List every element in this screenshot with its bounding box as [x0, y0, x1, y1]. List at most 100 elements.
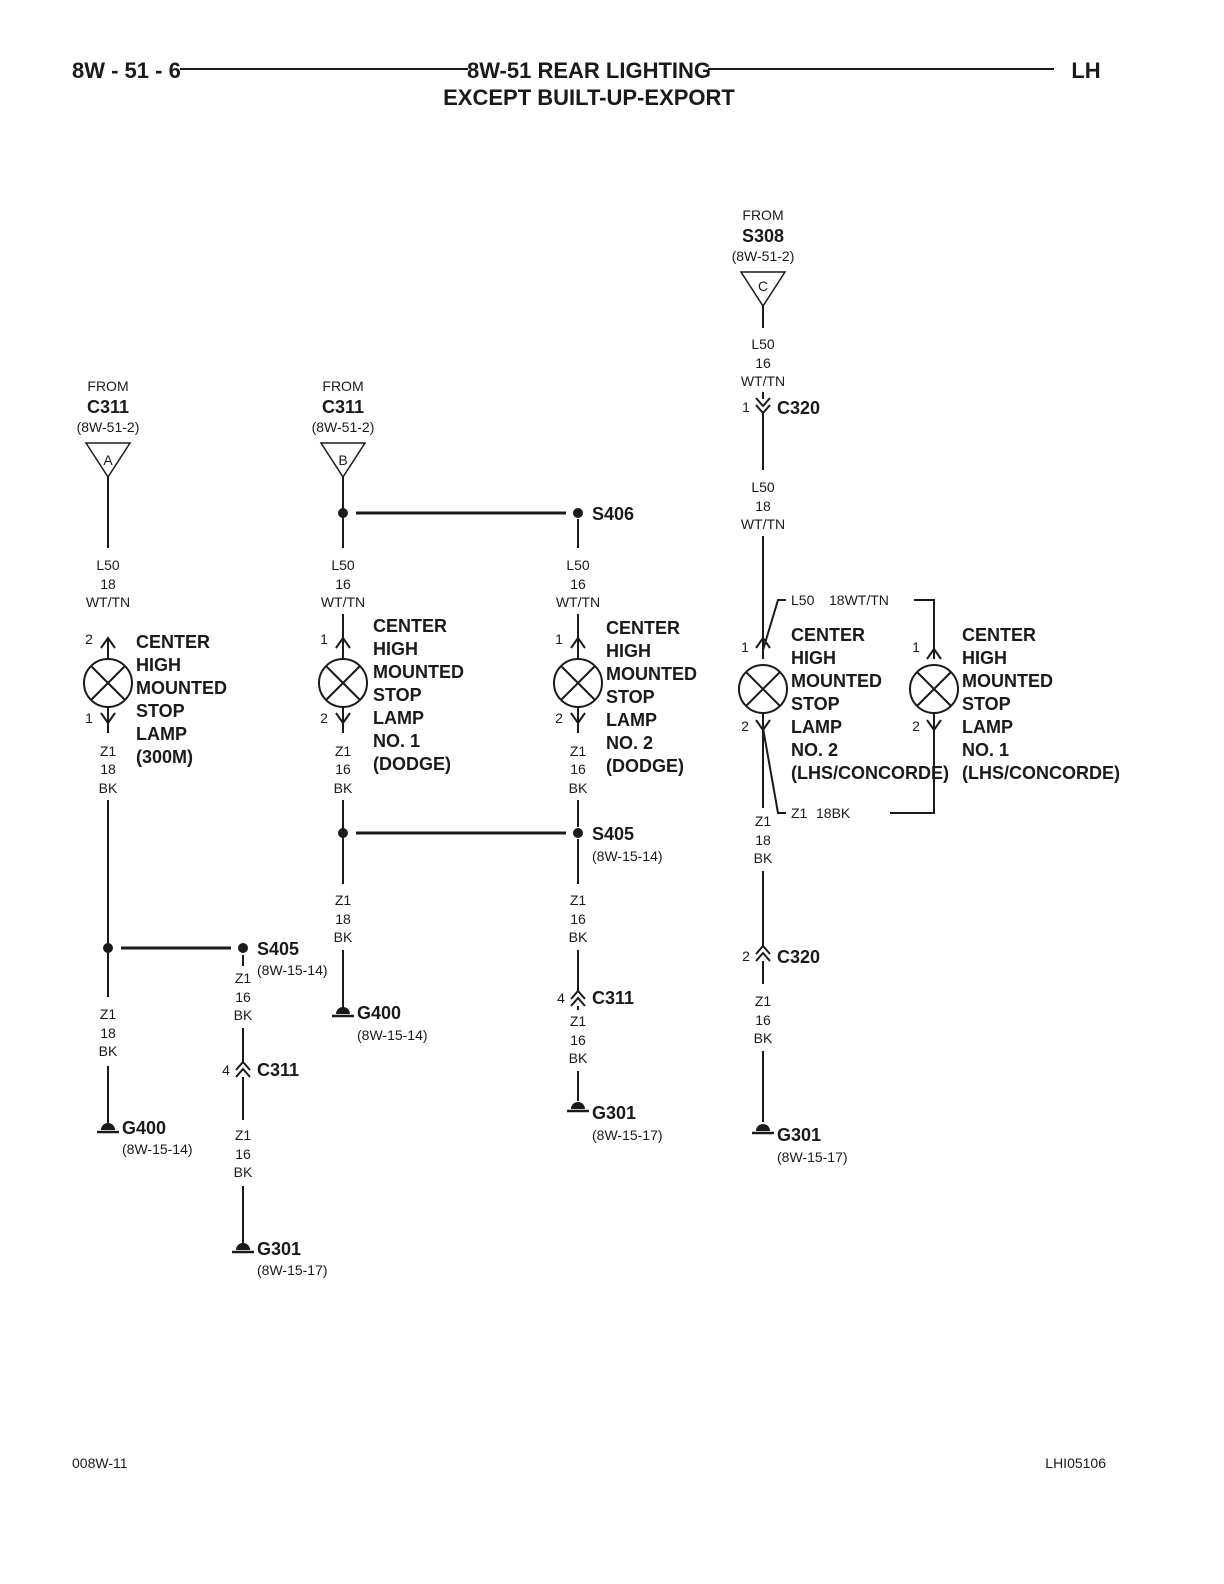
wire-gauge: 16 [755, 1012, 771, 1028]
footer-right-code: LHI05106 [1045, 1455, 1106, 1471]
wire-circuit: Z1 [235, 970, 252, 986]
lamp-label-line: NO. 1 [373, 731, 420, 751]
splice-dot [103, 943, 113, 953]
wire-circuit: L50 [566, 557, 590, 573]
splice-dot [573, 508, 583, 518]
branch-wire-top [762, 599, 786, 651]
ground-name: G400 [357, 1003, 401, 1023]
lamp-pin-bottom: 1 [85, 710, 93, 726]
wire-circuit: Z1 [100, 743, 117, 759]
lamp-pin-bottom: 2 [555, 710, 563, 726]
wire-gauge: 16 [570, 911, 586, 927]
lamp-label-line: STOP [962, 694, 1011, 714]
wire-gauge: 16 [570, 1032, 586, 1048]
lamp-label-line: MOUNTED [606, 664, 697, 684]
wire-color: BK [569, 929, 588, 945]
wire-circuit: Z1 [335, 892, 352, 908]
pin-tick [100, 712, 116, 725]
wire-gauge: 18 [755, 832, 771, 848]
lamp-label: CENTER HIGH MOUNTED STOP LAMP NO. 1 (LHS… [962, 625, 1120, 783]
lamp-label: CENTER HIGH MOUNTED STOP LAMP NO. 1 (DOD… [373, 616, 464, 774]
ground-icon [332, 1007, 354, 1018]
wire-color: BK [754, 850, 773, 866]
source-triangle [739, 271, 787, 308]
splice-dot [573, 828, 583, 838]
wire-circuit: Z1 [100, 1006, 117, 1022]
wire-gauge: 16 [570, 576, 586, 592]
ground-icon [97, 1123, 119, 1134]
wire-circuit: Z1 [335, 743, 352, 759]
branch-gauge-color: 18WT/TN [829, 592, 889, 608]
wire-gauge: 18 [100, 576, 116, 592]
lamp-bulb-icon [83, 658, 133, 708]
wire-color: WT/TN [741, 373, 785, 389]
wire-color: BK [99, 1043, 118, 1059]
wire-color: BK [234, 1164, 253, 1180]
lamp-label-line: MOUNTED [136, 678, 227, 698]
wire-color: WT/TN [741, 516, 785, 532]
splice-name: S406 [592, 504, 634, 524]
circuit-lhs-concorde: FROM S308 (8W-51-2) C L50 16 WT/TN 1 C32… [732, 207, 1120, 1165]
page-header: 8W - 51 - 6 8W-51 REAR LIGHTING LH EXCEP… [72, 58, 1101, 110]
connector-pin: 2 [742, 948, 750, 964]
pin-tick [926, 647, 942, 660]
lamp-label: CENTER HIGH MOUNTED STOP LAMP NO. 2 (DOD… [606, 618, 697, 776]
pin-tick [570, 712, 586, 725]
ground-icon [567, 1102, 589, 1113]
source-connector-name: C311 [322, 397, 364, 417]
ground-icon [752, 1124, 774, 1135]
circuit-dodge-1: FROM C311 (8W-51-2) B S406 L50 16 WT/TN … [312, 378, 663, 1043]
connector-pin: 1 [742, 399, 750, 415]
splice-ref: (8W-15-14) [257, 962, 328, 978]
lamp-label-line: (DODGE) [373, 754, 451, 774]
source-from-label: FROM [322, 378, 363, 394]
lamp-pin-bottom: 2 [912, 718, 920, 734]
circuit-300m: FROM C311 (8W-51-2) A L50 18 WT/TN 2 1 C… [77, 378, 328, 1278]
ground-name: G301 [592, 1103, 636, 1123]
source-pin: B [338, 452, 347, 468]
lamp-pin-bottom: 2 [741, 718, 749, 734]
source-ref: (8W-51-2) [312, 419, 375, 435]
lamp-label-line: HIGH [136, 655, 181, 675]
lamp-label-line: CENTER [373, 616, 447, 636]
lamp-bulb-icon [738, 664, 788, 714]
wire-color: BK [569, 1050, 588, 1066]
wire-color: BK [754, 1030, 773, 1046]
wire-color: BK [234, 1007, 253, 1023]
lamp-label-line: CENTER [136, 632, 210, 652]
wire-color: WT/TN [556, 594, 600, 610]
splice-name: S405 [257, 939, 299, 959]
lamp-label-line: MOUNTED [373, 662, 464, 682]
pin-tick [755, 636, 771, 649]
lamp-label-line: NO. 1 [962, 740, 1009, 760]
lamp-pin-top: 1 [741, 639, 749, 655]
lamp-label: CENTER HIGH MOUNTED STOP LAMP NO. 2 (LHS… [791, 625, 949, 783]
lamp-pin-top: 1 [555, 631, 563, 647]
circuit-dodge-2: L50 16 WT/TN 1 2 CENTER HIGH MOUNTED STO… [553, 519, 697, 1143]
lamp-label-line: (DODGE) [606, 756, 684, 776]
lamp-pin-top: 1 [912, 639, 920, 655]
wire-circuit: Z1 [570, 892, 587, 908]
splice-name: S405 [592, 824, 634, 844]
lamp-label-line: LAMP [136, 724, 187, 744]
wire-gauge: 16 [235, 989, 251, 1005]
lamp-label-line: STOP [606, 687, 655, 707]
source-splice-name: S308 [742, 226, 784, 246]
lamp-label-line: NO. 2 [791, 740, 838, 760]
lamp-pin-top: 1 [320, 631, 328, 647]
wire-gauge: 18 [100, 761, 116, 777]
lamp-label: CENTER HIGH MOUNTED STOP LAMP (300M) [136, 632, 227, 767]
connector-icon [570, 989, 586, 1007]
branch-wire-bottom [762, 727, 786, 814]
page-number: 8W - 51 - 6 [72, 58, 181, 83]
wire-gauge: 16 [235, 1146, 251, 1162]
source-ref: (8W-51-2) [77, 419, 140, 435]
ground-ref: (8W-15-17) [592, 1127, 663, 1143]
source-triangle [319, 442, 367, 479]
branch-circuit: Z1 [791, 805, 808, 821]
footer-left-code: 008W-11 [72, 1455, 128, 1471]
lamp-label-line: LAMP [791, 717, 842, 737]
wire-gauge: 16 [570, 761, 586, 777]
source-from-label: FROM [742, 207, 783, 223]
